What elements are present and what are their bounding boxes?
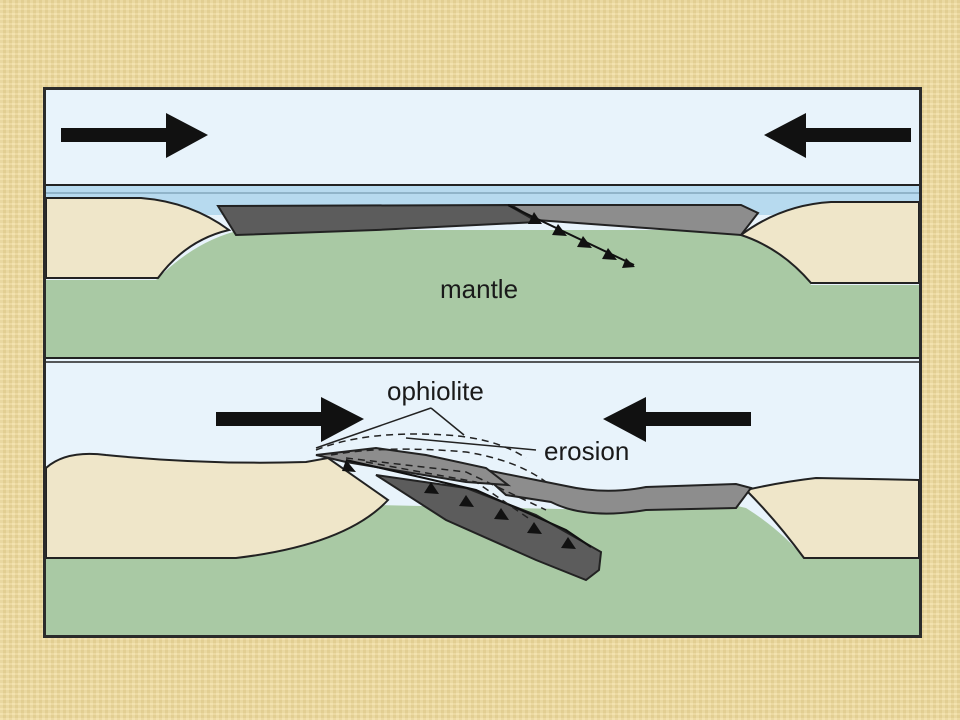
top-panel: mantle [46, 90, 919, 363]
top-subduction-zone [507, 204, 635, 268]
arrow-right-icon [61, 113, 208, 158]
mantle-label: mantle [440, 274, 518, 304]
ophiolite-obduction-diagram: mantle [46, 90, 919, 635]
bottom-subduction-zone [342, 459, 592, 549]
top-left-continent [46, 197, 232, 279]
top-mantle [46, 230, 919, 358]
bottom-left-continent [46, 452, 390, 559]
ophiolite-label: ophiolite [387, 376, 484, 406]
bottom-panel: ophiolite erosion [46, 363, 919, 635]
bottom-mantle [46, 501, 919, 635]
diagram-frame: mantle [43, 87, 922, 638]
bottom-oceanic-crust-right [472, 466, 753, 515]
arrow-left-icon [764, 113, 911, 158]
erosion-outline [315, 433, 547, 521]
top-oceanic-crust-left [216, 203, 542, 237]
arrow-right-icon [216, 397, 364, 442]
erosion-label: erosion [544, 436, 629, 466]
arrow-left-icon [603, 397, 751, 442]
leader-lines [315, 407, 537, 451]
